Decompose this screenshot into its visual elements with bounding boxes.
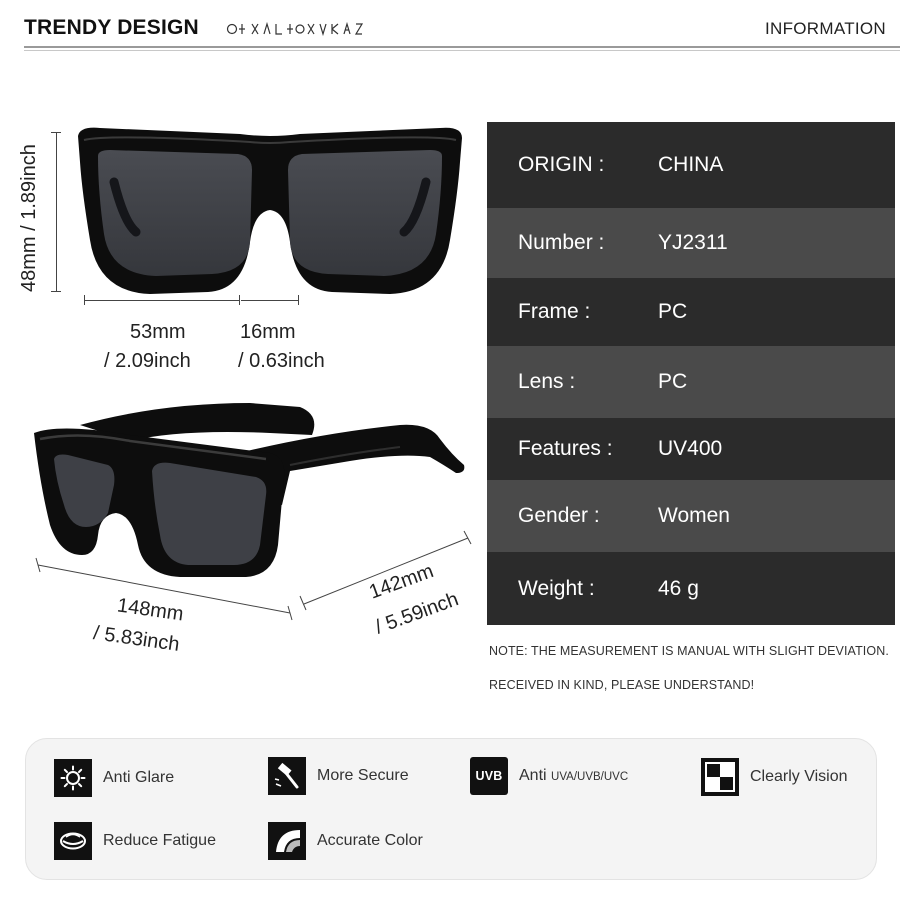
feature-clearly-vision: Clearly Vision — [701, 757, 848, 797]
feature-label: Clearly Vision — [750, 768, 848, 785]
information-label: INFORMATION — [764, 19, 886, 38]
uvb-badge-text: UVB — [475, 769, 503, 783]
spec-value: CHINA — [658, 153, 724, 176]
spec-key: Weight : — [518, 576, 595, 600]
spec-row-origin: ORIGIN : CHINA — [487, 122, 895, 208]
feature-label-small: UVA/UVB/UVC — [551, 771, 629, 783]
feature-anti-glare: Anti Glare — [54, 758, 174, 798]
spec-row-lens: Lens : PC — [487, 346, 895, 418]
feature-label: Anti Glare — [103, 769, 175, 786]
spec-key: Features : — [518, 437, 613, 460]
lens-width-inch-label: / 2.09inch — [104, 350, 191, 372]
header-divider — [24, 46, 900, 48]
received-note: RECEIVED IN KIND, PLEASE UNDERSTAND! — [489, 678, 755, 692]
lens-width-mm-label: 53mm — [130, 321, 186, 343]
sun-icon — [54, 759, 92, 797]
spec-table: ORIGIN : CHINA Number : YJ2311 Frame : P… — [487, 122, 895, 625]
bridge-width-dimension-line — [241, 295, 299, 305]
feature-label-main: Anti — [519, 767, 547, 784]
sunglasses-side-view — [34, 403, 465, 577]
feature-label: Reduce Fatigue — [103, 832, 216, 849]
spec-value: 46 g — [658, 576, 699, 600]
spec-value: UV400 — [658, 437, 723, 460]
sunglasses-front-view — [78, 127, 462, 295]
header-divider-thin — [24, 50, 900, 51]
brand-title: TRENDY DESIGN — [24, 16, 199, 39]
spec-row-weight: Weight : 46 g — [487, 552, 895, 625]
brand-decoration-icon — [226, 22, 364, 36]
feature-accurate-color: Accurate Color — [268, 821, 423, 861]
lens-height-label: 48mm / 1.89inch — [18, 144, 40, 292]
eye-icon — [54, 822, 92, 860]
feature-label: More Secure — [317, 767, 409, 784]
header: TRENDY DESIGN INFORMATION — [0, 0, 900, 56]
feature-reduce-fatigue: Reduce Fatigue — [54, 821, 216, 861]
feature-label: Accurate Color — [317, 832, 423, 849]
spec-value: PC — [658, 300, 688, 323]
spec-key: Gender : — [518, 504, 600, 527]
spec-row-gender: Gender : Women — [487, 480, 895, 552]
spec-row-frame: Frame : PC — [487, 278, 895, 346]
bridge-width-inch-label: / 0.63inch — [238, 350, 325, 372]
feature-more-secure: More Secure — [268, 756, 409, 796]
spec-value: PC — [658, 370, 688, 393]
color-wedge-icon — [268, 822, 306, 860]
bridge-width-mm-label: 16mm — [240, 321, 296, 343]
hammer-icon — [268, 757, 306, 795]
frame-width-inch-label: / 5.83inch — [91, 622, 181, 656]
feature-anti-uv: UVB Anti UVA/UVB/UVC — [470, 756, 628, 796]
spec-key: Number : — [518, 231, 605, 254]
lens-height-dimension-line — [51, 132, 61, 292]
temple-length-dimension-line — [299, 530, 472, 611]
frame-width-dimension-line — [35, 557, 293, 621]
spec-row-features: Features : UV400 — [487, 418, 895, 480]
feature-label: Anti UVA/UVB/UVC — [519, 767, 628, 785]
checker-icon — [701, 758, 739, 796]
features-panel: Anti Glare More Secure UVB Anti UVA/UVB/… — [25, 738, 877, 880]
spec-value: YJ2311 — [658, 231, 728, 254]
lens-width-dimension-line — [84, 295, 240, 305]
spec-key: ORIGIN : — [518, 153, 605, 176]
spec-row-number: Number : YJ2311 — [487, 208, 895, 278]
uvb-badge-icon: UVB — [470, 757, 508, 795]
spec-key: Frame : — [518, 300, 591, 323]
measurement-note: NOTE: THE MEASUREMENT IS MANUAL WITH SLI… — [489, 644, 889, 658]
spec-value: Women — [658, 504, 730, 527]
spec-key: Lens : — [518, 370, 576, 393]
